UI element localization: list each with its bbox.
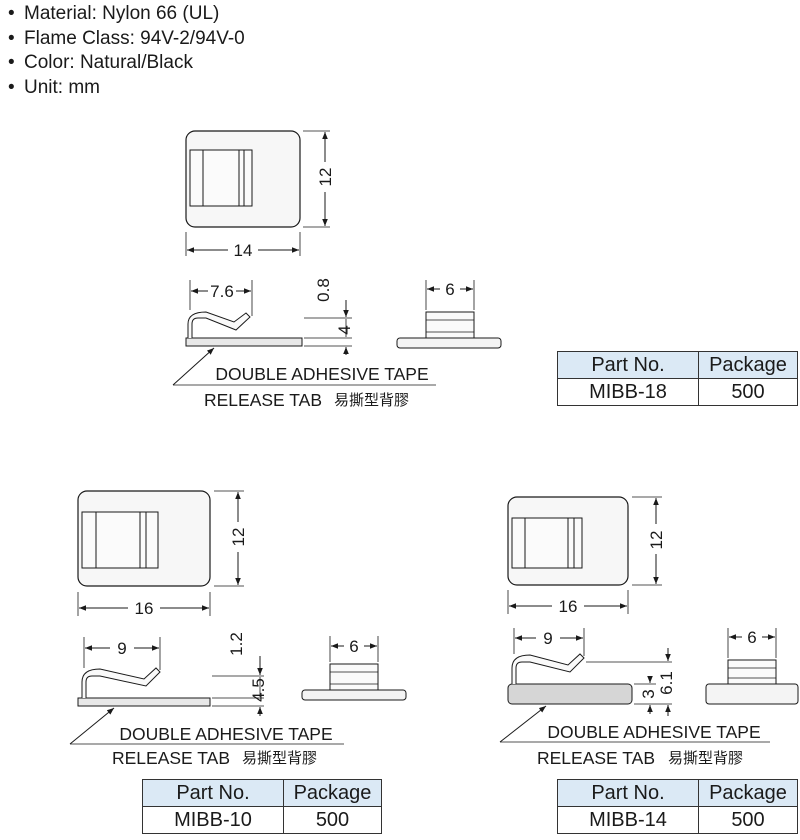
spec-material: • Material: Nylon 66 (UL) — [8, 2, 245, 27]
bullet: • — [8, 3, 15, 24]
dim-end-width: 6 — [349, 637, 358, 656]
bullet: • — [8, 76, 15, 98]
header-package: Package — [283, 779, 382, 807]
tie-slot — [511, 517, 583, 569]
table-header-row: Part No. Package — [557, 351, 798, 379]
spec-unit: • Unit: mm — [8, 76, 245, 101]
package-qty: 500 — [698, 806, 798, 834]
spec-text: Unit: mm — [24, 76, 100, 98]
end-view-base — [396, 337, 502, 349]
header-part-no: Part No. — [142, 779, 284, 807]
header-part-no: Part No. — [557, 779, 699, 807]
part-number: MIBB-18 — [557, 378, 699, 406]
header-package: Package — [698, 351, 798, 379]
dim-height: 12 — [647, 531, 666, 550]
bullet: • — [8, 52, 15, 73]
table-header-row: Part No. Package — [142, 779, 382, 807]
end-view-base — [301, 689, 407, 701]
dim-tab-length: 7.6 — [210, 282, 234, 301]
release-label-cjk: 易撕型背膠 — [334, 391, 409, 409]
dim-thickness: 0.8 — [314, 278, 333, 302]
dim-thickness: 3 — [639, 689, 658, 698]
dim-end-width: 6 — [747, 628, 756, 647]
dim-height: 12 — [229, 528, 248, 547]
dim-width: 14 — [234, 241, 253, 260]
tape-label: DOUBLE ADHESIVE TAPE — [215, 364, 428, 384]
release-label: RELEASE TAB — [112, 748, 230, 768]
spec-text: Flame Class: 94V-2/94V-0 — [24, 27, 245, 49]
header-part-no: Part No. — [557, 351, 699, 379]
end-view-slot — [727, 659, 777, 685]
release-label-cjk: 易撕型背膠 — [668, 749, 743, 767]
tie-slot — [81, 511, 159, 569]
mibb-18-drawing — [172, 130, 502, 386]
package-qty: 500 — [698, 378, 798, 406]
tape-side — [507, 683, 633, 705]
spec-list: • Material: Nylon 66 (UL) • Flame Class: 9… — [8, 2, 245, 100]
spec-color: • Color: Natural/Black — [8, 51, 245, 76]
part-table-mibb-14: Part No. Package MIBB-14 500 — [557, 779, 798, 834]
mibb-14-drawing — [499, 496, 799, 743]
part-table-mibb-10: Part No. Package MIBB-10 500 — [142, 779, 382, 834]
tape-label: DOUBLE ADHESIVE TAPE — [547, 722, 760, 742]
tape-side — [77, 697, 211, 707]
dim-side-height: 4.5 — [249, 678, 268, 702]
release-label-cjk: 易撕型背膠 — [242, 749, 317, 767]
table-row: MIBB-14 500 — [557, 806, 798, 834]
part-table-mibb-18: Part No. Package MIBB-18 500 — [557, 351, 798, 406]
release-label: RELEASE TAB — [204, 390, 322, 410]
tape-label: DOUBLE ADHESIVE TAPE — [119, 724, 332, 744]
spec-text: Material: Nylon 66 (UL) — [24, 3, 220, 24]
dim-end-width: 6 — [445, 280, 454, 299]
dim-width: 16 — [559, 597, 578, 616]
bullet: • — [8, 27, 15, 49]
dim-side-height: 4 — [335, 325, 354, 334]
dim-side-height: 6.1 — [657, 671, 676, 695]
package-qty: 500 — [283, 806, 382, 834]
dim-tab-length: 9 — [117, 639, 126, 658]
part-number: MIBB-10 — [142, 806, 284, 834]
table-row: MIBB-10 500 — [142, 806, 382, 834]
dim-height: 12 — [316, 168, 335, 187]
release-label: RELEASE TAB — [537, 748, 655, 768]
dim-width: 16 — [135, 599, 154, 618]
end-view-base — [705, 683, 799, 705]
part-number: MIBB-14 — [557, 806, 699, 834]
dim-tab-length: 9 — [543, 629, 552, 648]
spec-text: Color: Natural/Black — [24, 52, 193, 73]
header-package: Package — [698, 779, 798, 807]
end-view-slot — [329, 663, 379, 691]
dim-thickness: 1.2 — [227, 632, 246, 656]
end-view-slot — [425, 311, 475, 339]
tie-slot — [189, 149, 253, 207]
table-header-row: Part No. Package — [557, 779, 798, 807]
tape-side — [185, 337, 303, 347]
table-row: MIBB-18 500 — [557, 378, 798, 406]
spec-flame-class: • Flame Class: 94V-2/94V-0 — [8, 27, 245, 52]
mibb-10-drawing — [69, 490, 407, 745]
